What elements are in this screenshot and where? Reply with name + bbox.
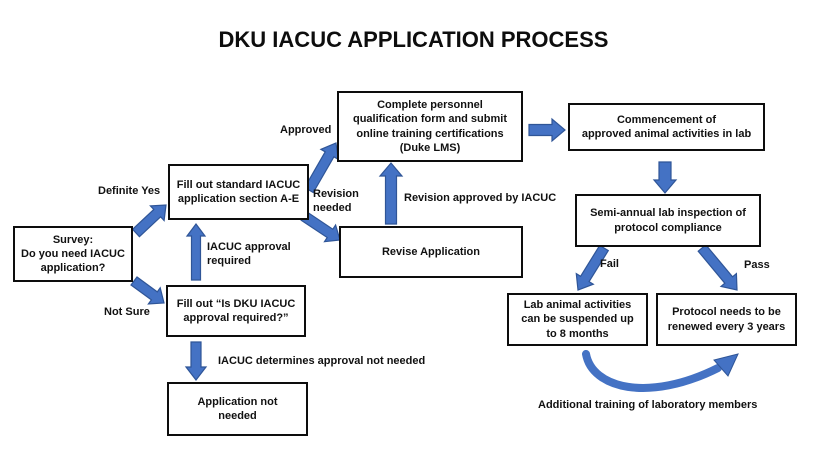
node-fill-standard-application: Fill out standard IACUC application sect…: [168, 164, 309, 220]
node-lab-activities-suspended: Lab animal activities can be suspended u…: [507, 293, 648, 346]
edge-label-revision-approved: Revision approved by IACUC: [404, 192, 557, 204]
node-semi-annual-inspection: Semi-annual lab inspection of protocol c…: [575, 194, 761, 247]
arrow-pass: [697, 243, 738, 291]
arrow-determines-down: [184, 341, 208, 381]
node-commencement-animal-activities: Commencement of approved animal activiti…: [568, 103, 765, 151]
node-revise-application: Revise Application: [339, 226, 523, 278]
edge-label-iacuc-approval-required: IACUC approval required: [207, 241, 291, 268]
arrow-additional-training-curve: [582, 350, 722, 392]
node-fill-is-approval-required: Fill out “Is DKU IACUC approval required…: [166, 285, 306, 337]
node-application-not-needed: Application not needed: [167, 382, 308, 436]
edge-label-revision-needed: Revision needed: [313, 188, 359, 215]
arrow-not-sure: [130, 276, 165, 305]
page-title: DKU IACUC APPLICATION PROCESS: [218, 27, 609, 52]
arrow-to-commencement: [528, 117, 566, 143]
edge-label-fail: Fail: [600, 258, 619, 270]
node-complete-personnel-qualification: Complete personnel qualification form an…: [337, 91, 523, 162]
edge-label-not-sure: Not Sure: [104, 306, 150, 318]
node-protocol-renewed: Protocol needs to be renewed every 3 yea…: [656, 293, 797, 346]
arrow-approved: [303, 142, 339, 194]
edge-label-definite-yes: Definite Yes: [98, 185, 161, 197]
arrow-commencement-down: [652, 161, 678, 194]
arrow-definite-yes: [131, 204, 167, 238]
arrow-revision-approved: [378, 162, 404, 225]
node-survey: Survey: Do you need IACUC application?: [13, 226, 133, 282]
arrow-fail: [575, 244, 610, 291]
arrow-additional-training-head: [713, 353, 739, 377]
edge-label-approved: Approved: [280, 124, 332, 136]
arrow-revision-needed: [300, 210, 341, 243]
edge-label-additional-training: Additional training of laboratory member…: [538, 399, 758, 411]
arrow-iacuc-approval-up: [185, 223, 207, 281]
edge-label-iacuc-determines-not-needed: IACUC determines approval not needed: [218, 355, 426, 367]
edge-label-pass: Pass: [744, 259, 770, 271]
